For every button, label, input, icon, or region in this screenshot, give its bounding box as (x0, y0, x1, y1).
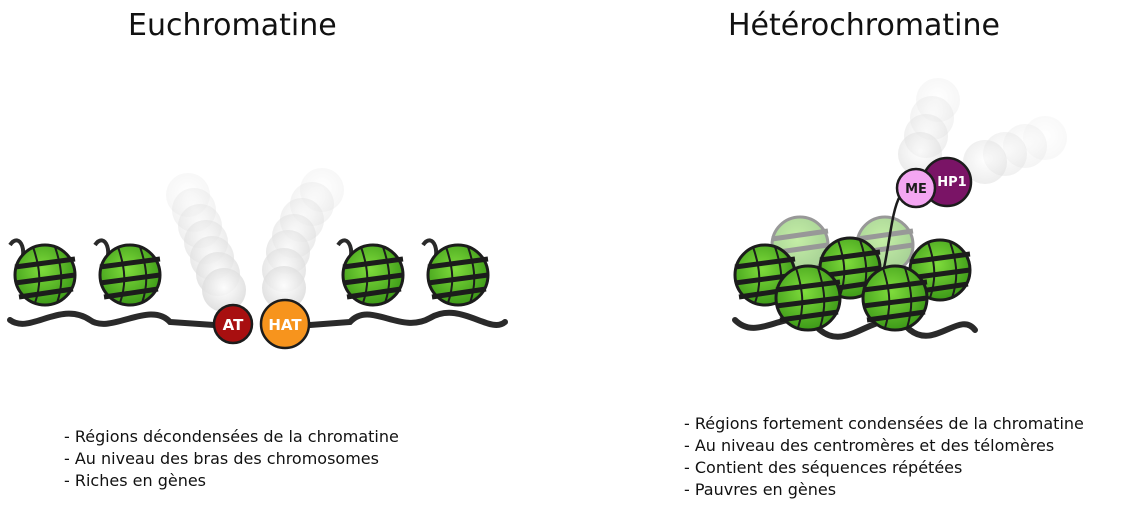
list-item: - Régions fortement condensées de la chr… (684, 413, 1084, 435)
nucleosome (10, 240, 75, 305)
nucleosome (776, 266, 840, 330)
linker-dna (735, 319, 975, 336)
at-enzyme: AT (214, 305, 252, 343)
heterochromatin-diagram: HP1 ME (735, 78, 1067, 337)
me-label: ME (905, 182, 927, 197)
at-label: AT (223, 316, 244, 334)
faded-dna-trail-left (166, 173, 246, 312)
hat-enzyme: HAT (261, 300, 309, 348)
linker-dna (10, 313, 505, 325)
faded-dna-trail-right (262, 168, 344, 310)
list-item: - Pauvres en gènes (684, 479, 1084, 501)
hp1-label: HP1 (937, 175, 966, 190)
list-item: - Régions décondensées de la chromatine (64, 426, 399, 448)
me-mark: ME (897, 169, 935, 207)
nucleosome (95, 240, 160, 305)
euchromatin-diagram: AT HAT (10, 168, 505, 348)
hat-label: HAT (268, 316, 302, 334)
list-item: - Riches en gènes (64, 470, 399, 492)
heterochromatin-properties: - Régions fortement condensées de la chr… (684, 413, 1084, 501)
euchromatin-properties: - Régions décondensées de la chromatine … (64, 426, 399, 492)
nucleosome (338, 240, 403, 305)
nucleosome (423, 240, 488, 305)
faded-dna-trail (898, 78, 1067, 184)
list-item: - Contient des séquences répétées (684, 457, 1084, 479)
nucleosome (863, 266, 927, 330)
list-item: - Au niveau des centromères et des télom… (684, 435, 1084, 457)
list-item: - Au niveau des bras des chromosomes (64, 448, 399, 470)
